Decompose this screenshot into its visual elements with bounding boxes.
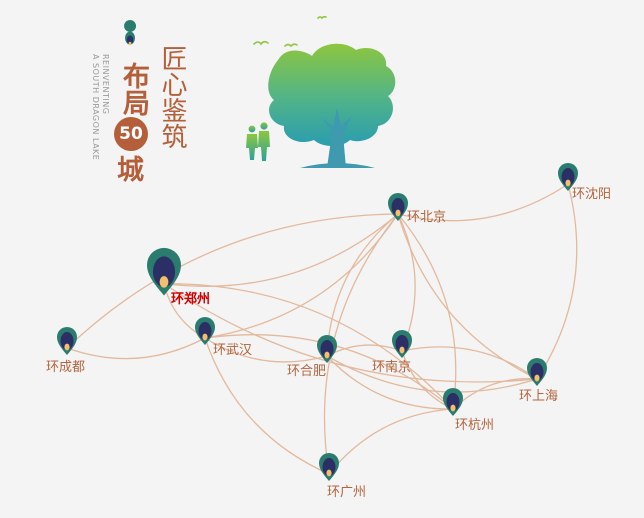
city-label-chengdu: 环成都	[46, 360, 86, 375]
title-line-1: 布局	[118, 62, 149, 116]
connection-line	[66, 213, 399, 349]
connection-line	[401, 346, 538, 380]
city-pins	[57, 163, 578, 481]
connection-line	[163, 282, 454, 410]
city-pin-shenyang[interactable]	[558, 163, 578, 191]
city-pin-wuhan[interactable]	[195, 317, 215, 345]
people-icon	[246, 122, 270, 161]
connection-line	[536, 183, 578, 380]
tree-icon	[268, 43, 396, 168]
city-pin-shanghai[interactable]	[527, 358, 547, 386]
city-label-hangzhou: 环杭州	[455, 418, 495, 433]
connection-line	[326, 355, 538, 393]
city-label-wuhan: 环武汉	[213, 343, 253, 358]
vertical-line-1: REINVENTING	[101, 54, 110, 115]
connection-line	[326, 355, 454, 410]
connection-line	[397, 183, 569, 222]
city-label-zhengzhou: 环郑州	[171, 292, 211, 307]
city-label-nanjing: 环南京	[372, 360, 412, 375]
city-pin-zhengzhou[interactable]	[147, 247, 181, 296]
city-pin-beijing[interactable]	[388, 193, 408, 221]
title-line-2: 城	[117, 155, 144, 186]
city-pin-hefei[interactable]	[317, 335, 337, 363]
city-label-hefei: 环合肥	[287, 364, 327, 379]
city-label-beijing: 环北京	[407, 210, 447, 225]
connection-lines	[66, 183, 578, 475]
city-pin-hangzhou[interactable]	[443, 388, 463, 416]
city-pin-guangzhou[interactable]	[319, 453, 339, 481]
connection-line	[323, 213, 399, 475]
connection-line	[163, 213, 399, 287]
connection-line	[163, 283, 538, 383]
logo-pin-icon	[124, 20, 137, 46]
birds-icon	[253, 15, 327, 48]
connection-line	[328, 408, 454, 475]
tagline: 匠心鉴筑	[157, 45, 187, 149]
city-label-shanghai: 环上海	[519, 389, 559, 404]
connection-line	[397, 213, 457, 410]
city-pin-chengdu[interactable]	[57, 327, 77, 355]
connection-line	[204, 337, 328, 363]
city-label-shenyang: 环沈阳	[572, 187, 612, 202]
vertical-line-2: A SOUTH DRAGON LAKE	[91, 54, 100, 161]
connection-line	[397, 213, 538, 380]
connection-line	[204, 337, 330, 475]
connection-line	[204, 213, 399, 339]
connection-line	[66, 337, 206, 360]
number-badge: 50	[114, 117, 148, 151]
vertical-english-text: REINVENTING A SOUTH DRAGON LAKE	[90, 54, 110, 160]
city-label-guangzhou: 环广州	[327, 485, 367, 500]
city-pin-nanjing[interactable]	[392, 330, 412, 358]
